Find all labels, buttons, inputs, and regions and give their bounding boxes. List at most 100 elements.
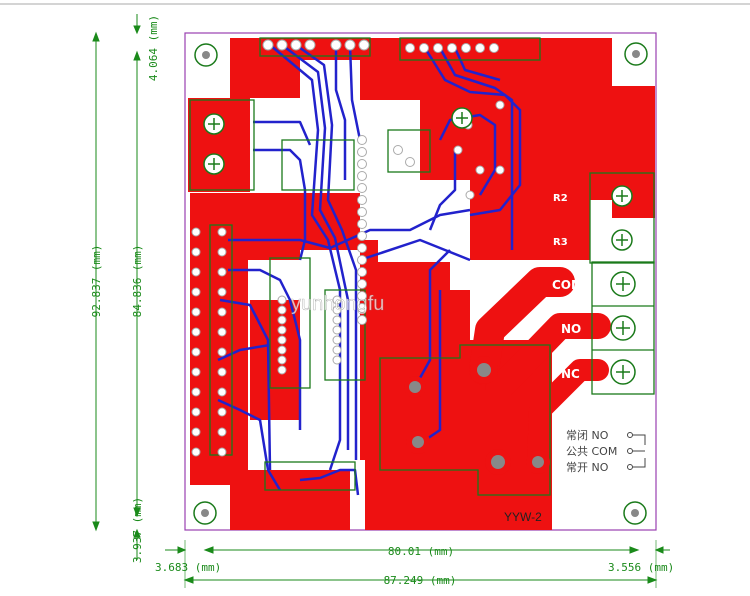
pad-mcu-col-4 — [357, 183, 367, 193]
hole-br-center — [631, 509, 639, 517]
pad-ic-left-2 — [277, 315, 287, 325]
silk-header-left — [259, 37, 371, 57]
hole-tl-center — [202, 51, 210, 59]
pad-res-b-3 — [217, 287, 227, 297]
pour-r2r3 — [540, 175, 590, 260]
pad-ic-mid-1 — [332, 305, 342, 315]
pad-mcu-col-13 — [357, 291, 367, 301]
mounting-holes — [193, 42, 648, 525]
label-com: COM — [552, 278, 583, 292]
dim-top-margin: 4.064 (mm) — [147, 15, 160, 81]
pad-res-a-11 — [191, 447, 201, 457]
pad-res-b-1 — [217, 247, 227, 257]
dimension-lines — [92, 14, 670, 588]
silk-ic-mid — [324, 289, 366, 381]
pad-header-right-6 — [489, 43, 499, 53]
dim-right-margin: 3.556 (mm) — [608, 561, 674, 574]
pad-upper-2 — [475, 165, 485, 175]
silk-terminal-block — [591, 261, 655, 395]
pad-ic-left-5 — [277, 345, 287, 355]
screw-left-2 — [203, 153, 225, 175]
silkscreen — [189, 37, 655, 496]
pad-res-a-1 — [191, 247, 201, 257]
pad-header-left-0 — [262, 39, 274, 51]
pad-upper-1 — [495, 100, 505, 110]
screw-no — [610, 315, 636, 341]
screw-right-1 — [611, 185, 633, 207]
pad-ic-left-7 — [277, 365, 287, 375]
label-no: NO — [561, 322, 581, 336]
pad-header-left-2 — [290, 39, 302, 51]
bt1 — [269, 44, 342, 471]
hole-bl-center — [201, 509, 209, 517]
pad-header-left-3 — [304, 39, 316, 51]
pad-header-right-0 — [405, 43, 415, 53]
bottom-traces — [217, 43, 522, 496]
bt12 — [228, 268, 302, 430]
pad-ic-mid-0 — [332, 295, 342, 305]
pad-res-a-3 — [191, 287, 201, 297]
silk-relay — [379, 344, 551, 496]
pad-res-a-0 — [191, 227, 201, 237]
screw-nc — [610, 359, 636, 385]
watermark: yunhongfu — [291, 293, 384, 315]
bt13 — [219, 298, 272, 471]
pad-mcu-col-3 — [357, 171, 367, 181]
bt5 — [348, 44, 362, 141]
pad-mcu-col-6 — [357, 207, 367, 217]
pad-header-right-4 — [461, 43, 471, 53]
bt20 — [428, 150, 457, 231]
bt19 — [438, 113, 497, 196]
pad-res-a-10 — [191, 427, 201, 437]
pad-res-b-4 — [217, 307, 227, 317]
dim-bottom-margin: 3.937 (mm) — [131, 497, 144, 563]
pad-res-b-5 — [217, 327, 227, 337]
screw-com — [610, 271, 636, 297]
pad-mcu-col-15 — [357, 315, 367, 325]
pad-ic-left-4 — [277, 335, 287, 345]
pad-ic-left-3 — [277, 325, 287, 335]
dim-width-overall: 87.249 (mm) — [384, 574, 457, 587]
pad-res-a-8 — [191, 387, 201, 397]
pad-res-b-6 — [217, 347, 227, 357]
pad-header-left-5 — [344, 39, 356, 51]
silk-small-comp — [387, 129, 431, 173]
pad-res-a-9 — [191, 407, 201, 417]
pad-small-a — [393, 145, 403, 155]
hole-tr-center — [632, 50, 640, 58]
pad-mcu-col-2 — [357, 159, 367, 169]
bt9 — [253, 148, 307, 261]
model-label: YYW-2 — [504, 510, 542, 524]
pad-res-a-2 — [191, 267, 201, 277]
pad-ic-mid-5 — [332, 345, 342, 355]
pad-res-b-2 — [217, 267, 227, 277]
silk-mcu — [281, 139, 355, 191]
pad-mcu-col-12 — [357, 279, 367, 289]
bt3 — [295, 43, 358, 460]
pad-header-left-1 — [276, 39, 288, 51]
dim-left-margin: 3.683 (mm) — [155, 561, 221, 574]
pad-mcu-col-14 — [357, 303, 367, 313]
pad-mcu-col-0 — [357, 135, 367, 145]
legend-row-3: 常开 NO — [566, 461, 609, 474]
silk-ic-left — [269, 257, 311, 389]
dim-height-overall: 92.837 (mm) — [90, 245, 103, 318]
pad-mcu-col-8 — [357, 231, 367, 241]
dim-height-inner: 84.836 (mm) — [131, 245, 144, 318]
pad-mcu-col-10 — [357, 255, 367, 265]
contact-legend: 常闭 NO 公共 COM 常开 NO — [566, 429, 646, 474]
pad-upper-5 — [465, 190, 475, 200]
pad-res-b-9 — [217, 407, 227, 417]
screw-right-2 — [611, 229, 633, 251]
silk-connector-right — [589, 172, 655, 264]
pad-ic-mid-2 — [332, 315, 342, 325]
pad-ic-mid-6 — [332, 355, 342, 365]
bt8 — [453, 47, 501, 82]
trace-no — [485, 313, 611, 475]
pad-ic-mid-4 — [332, 335, 342, 345]
silk-header-right — [399, 37, 541, 61]
dim-width-inner: 80.01 (mm) — [388, 545, 454, 558]
pad-header-right-5 — [475, 43, 485, 53]
pour-top — [230, 38, 655, 260]
pad-header-right-2 — [433, 43, 443, 53]
